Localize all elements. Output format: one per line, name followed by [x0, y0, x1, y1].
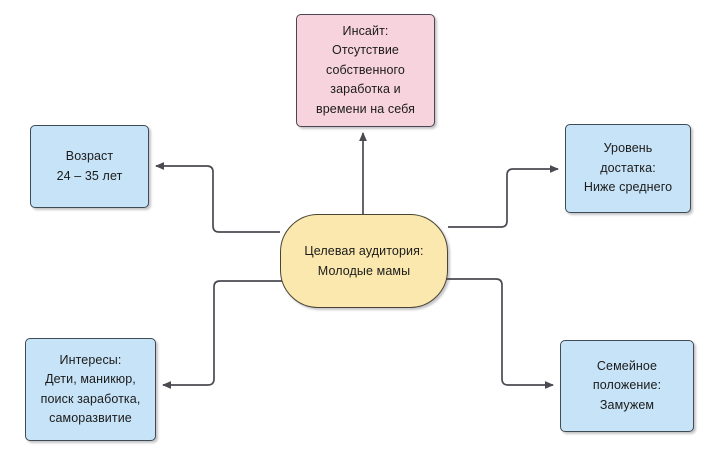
edge-center-to-family — [446, 278, 554, 389]
node-income-level[interactable]: Уровень достатка: Ниже среднего — [565, 124, 691, 213]
edge-center-to-income — [448, 165, 559, 228]
node-insight[interactable]: Инсайт: Отсутствие собственного заработк… — [296, 14, 435, 127]
node-age[interactable]: Возраст 24 – 35 лет — [30, 125, 149, 208]
node-target-audience[interactable]: Целевая аудитория: Молодые мамы — [280, 214, 448, 308]
edge-center-to-age — [155, 162, 280, 233]
edge-center-to-interests — [162, 280, 282, 389]
node-family-status[interactable]: Семейное положение: Замужем — [560, 340, 694, 432]
node-interests[interactable]: Интересы: Дети, маникюр, поиск заработка… — [25, 338, 156, 441]
